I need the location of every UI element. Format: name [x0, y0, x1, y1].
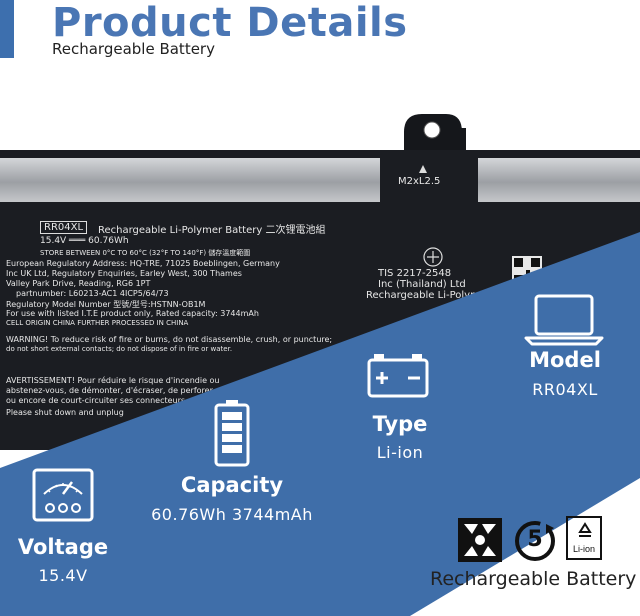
qr-code-icon — [512, 256, 542, 286]
type-value: Li-ion — [376, 443, 424, 462]
avert-line-3: ou encore de court-circuiter ses connect… — [6, 396, 186, 405]
battery-level-icon — [214, 400, 250, 467]
thailand-line: Inc (Thailand) Ltd — [378, 279, 466, 290]
label-heading: Rechargeable Li-Polymer Battery 二次锂電池組 — [98, 225, 326, 236]
uk-line: Inc UK Ltd, Regulatory Enquiries, Earley… — [6, 269, 242, 278]
voltage-value: 15.4V — [38, 566, 88, 585]
avert-line: AVERTISSEMENT! Pour réduire le risque d'… — [6, 376, 220, 385]
battery-terminal-icon — [367, 354, 429, 398]
screw-size-label: M2xL2.5 — [398, 176, 441, 187]
model-label: Model — [529, 348, 601, 372]
li-ion-badge: Li-ion — [566, 516, 602, 560]
rechargeable-line: Rechargeable Li-Polymer — [366, 290, 491, 301]
tis-mark-icon — [423, 247, 443, 267]
part-line: partnumber: L60213-AC1 4ICP5/64/73 — [16, 289, 169, 298]
header: Product Details Rechargeable Battery — [0, 0, 640, 80]
warning-line-2: do not short external contacts; do not d… — [6, 345, 233, 353]
ite-line: For use with listed I.T.E product only, … — [6, 309, 259, 318]
screw-tab-icon — [404, 114, 466, 156]
capacity-label: Capacity — [180, 473, 284, 497]
rechargeable-caption: Rechargeable Battery — [430, 568, 637, 590]
recycle-arrows-icon — [578, 522, 592, 537]
warning-line: WARNING! To reduce risk of fire or burns… — [6, 335, 333, 344]
tis-line: TIS 2217-2548 — [378, 268, 452, 279]
shut-line: Please shut down and unplug — [6, 408, 124, 417]
page-title: Product Details — [52, 0, 408, 46]
recycle-symbol-icon — [458, 518, 502, 562]
voltmeter-icon — [32, 468, 94, 522]
recycle-number: 5 — [527, 527, 543, 552]
recycle-number-icon — [515, 521, 555, 561]
voltage-line: 15.4V ═══ 60.76Wh — [40, 236, 129, 246]
model-value: RR04XL — [532, 380, 598, 399]
foil-strip-right — [478, 158, 640, 202]
capacity-value: 60.76Wh 3744mAh — [151, 505, 313, 524]
type-label: Type — [372, 412, 428, 436]
eu-line: European Regulatory Address: HQ-TRE, 710… — [6, 259, 280, 268]
valley-line: Valley Park Drive, Reading, RG6 1PT — [6, 279, 151, 288]
origin-line: CELL ORIGIN CHINA FURTHER PROCESSED IN C… — [6, 319, 189, 327]
header-accent-bar — [0, 0, 14, 58]
up-arrow-icon — [419, 165, 427, 173]
store-line: STORE BETWEEN 0°C TO 60°C (32°F TO 140°F… — [40, 249, 251, 257]
li-ion-tag: Li-ion — [572, 544, 595, 554]
laptop-icon — [524, 294, 604, 346]
voltage-label: Voltage — [17, 535, 109, 559]
foil-strip-left — [0, 158, 380, 202]
page-subtitle: Rechargeable Battery — [52, 40, 215, 58]
part-tag: RR04XL — [40, 221, 88, 234]
avert-line-2: abstenez-vous, de démonter, d'écraser, d… — [6, 386, 213, 395]
